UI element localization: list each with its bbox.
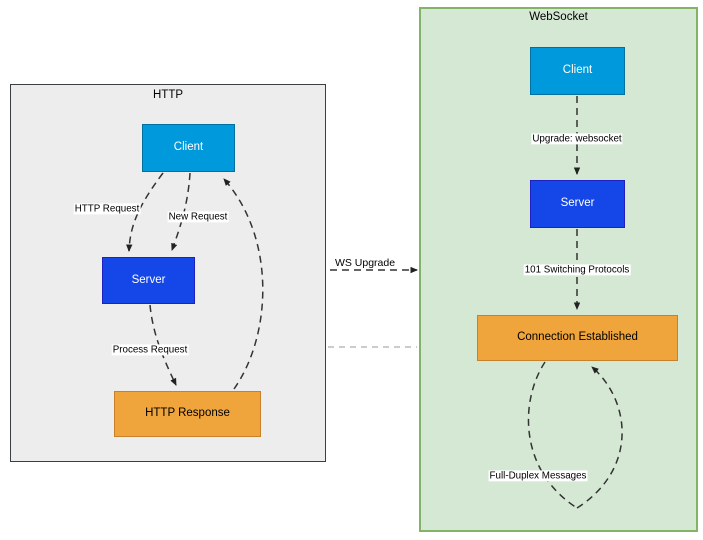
- node-http-server-label: Server: [131, 273, 166, 286]
- edge-http-response-to-client: [223, 178, 264, 390]
- node-ws-server-label: Server: [560, 197, 595, 210]
- http-container-title: HTTP: [152, 89, 184, 101]
- node-ws-connection-established[interactable]: Connection Established: [477, 315, 678, 361]
- edge-label-101-switching: 101 Switching Protocols: [523, 264, 631, 276]
- edge-label-process-request: Process Request: [111, 344, 189, 356]
- node-http-response-label: HTTP Response: [145, 407, 230, 420]
- node-ws-client-label: Client: [562, 64, 593, 77]
- edge-label-upgrade-header: Upgrade: websocket: [531, 133, 623, 145]
- edge-label-ws-upgrade: WS Upgrade: [334, 257, 396, 269]
- edge-process-request: [149, 304, 177, 386]
- node-http-response[interactable]: HTTP Response: [114, 391, 261, 437]
- edge-label-full-duplex: Full-Duplex Messages: [488, 470, 588, 482]
- node-ws-connection-label: Connection Established: [517, 331, 638, 344]
- node-ws-client[interactable]: Client: [530, 47, 625, 95]
- node-http-server[interactable]: Server: [102, 257, 195, 304]
- edge-label-new-request: New Request: [167, 211, 229, 223]
- edge-full-duplex-up: [576, 366, 623, 509]
- node-ws-server[interactable]: Server: [530, 180, 625, 228]
- edge-label-http-request: HTTP Request: [73, 203, 141, 215]
- node-http-client[interactable]: Client: [142, 124, 235, 172]
- node-http-client-label: Client: [173, 141, 204, 154]
- edge-full-duplex-down: [527, 361, 578, 509]
- websocket-container-title: WebSocket: [529, 11, 588, 23]
